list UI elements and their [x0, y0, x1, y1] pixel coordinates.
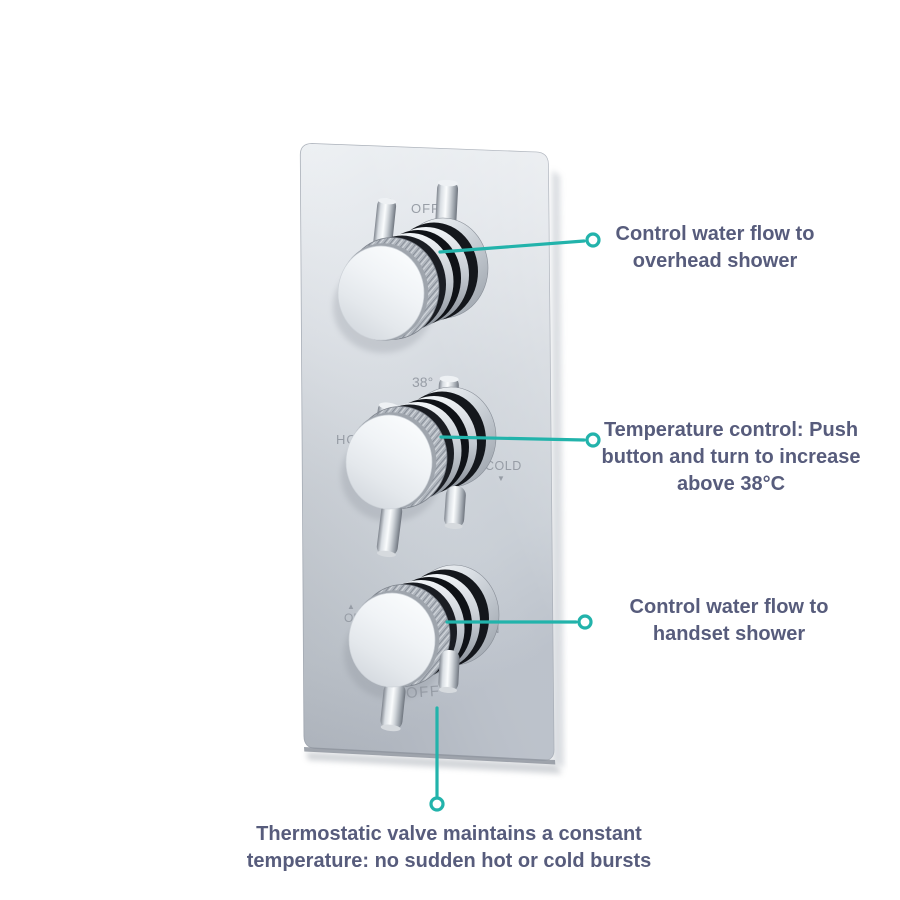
annotation-temperature-control: Temperature control: Push button and tur… — [531, 417, 900, 498]
engraving-38-degrees: 38° — [412, 374, 433, 390]
annotation-line: overhead shower — [632, 250, 798, 272]
annotation-line: handset shower — [652, 623, 806, 645]
annotation-line: Control water flow to — [615, 223, 815, 245]
plate-edge — [304, 747, 556, 765]
callout-dot-overhead — [585, 232, 601, 248]
annotation-thermostatic-valve: Thermostatic valve maintains a constant … — [149, 821, 749, 875]
callout-line-temperature — [439, 435, 586, 442]
knob-handset-pin-bottom-right — [438, 649, 460, 694]
engraving-off-top: OFF — [411, 201, 440, 216]
annotation-line: temperature: no sudden hot or cold burst… — [246, 850, 652, 872]
knob-temperature-pin-bottom-right — [444, 485, 466, 530]
knob-handset-flow — [344, 564, 500, 732]
knob-overhead-flow — [333, 179, 489, 353]
plate-shadow-right — [552, 170, 564, 768]
annotation-overhead-flow: Control water flow to overhead shower — [515, 221, 900, 275]
callout-dot-handset — [577, 614, 593, 630]
knob-handset-pin-bottom-left — [380, 681, 406, 732]
callout-dot-thermostatic — [429, 796, 445, 812]
plate-shadow-bottom — [306, 752, 562, 774]
annotation-line: Temperature control: Push — [603, 419, 859, 441]
annotation-line: button and turn to increase — [601, 446, 861, 468]
engraving-on-left-arrow-icon: ▲ — [347, 602, 355, 611]
annotation-line: above 38°C — [676, 473, 786, 495]
callout-dot-temperature — [585, 432, 601, 448]
annotation-line: Control water flow to — [629, 596, 829, 618]
knob-temperature-pin-bottom-left — [376, 502, 403, 558]
annotation-line: Thermostatic valve maintains a constant — [256, 823, 642, 845]
engraving-cold-arrow-icon: ▼ — [497, 474, 505, 483]
annotation-handset-flow: Control water flow to handset shower — [529, 594, 900, 648]
callout-line-overhead — [438, 239, 586, 254]
engraving-cold: COLD — [485, 459, 522, 473]
callout-leaders — [429, 232, 601, 812]
